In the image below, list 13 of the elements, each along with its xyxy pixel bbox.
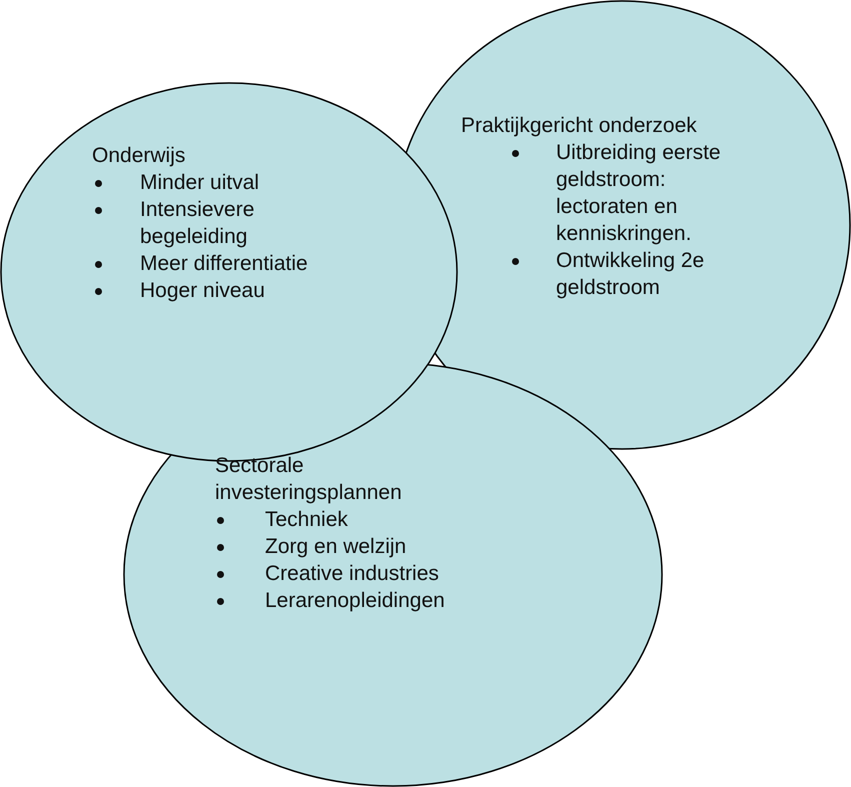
- list-item: Creative industries: [265, 561, 440, 587]
- heading: Onderwijs: [92, 143, 186, 169]
- heading: Praktijkgericht onderzoek: [461, 113, 698, 139]
- list-item: Lerarenopleidingen: [265, 588, 446, 614]
- list-item: Zorg en welzijn: [265, 534, 408, 560]
- list-item: Meer differentiatie: [140, 251, 309, 277]
- list-item: Uitbreiding eerste geldstroom: lectoraten en kenniskringen.: [556, 140, 722, 247]
- list-item: Hoger niveau: [140, 278, 266, 304]
- heading: Sectorale investeringsplannen: [215, 453, 403, 506]
- list-item: Minder uitval: [140, 170, 260, 196]
- list-item: Intensievere begeleiding: [140, 197, 256, 250]
- list-item: Techniek: [265, 507, 349, 533]
- list-item: Ontwikkeling 2e geldstroom: [556, 248, 706, 301]
